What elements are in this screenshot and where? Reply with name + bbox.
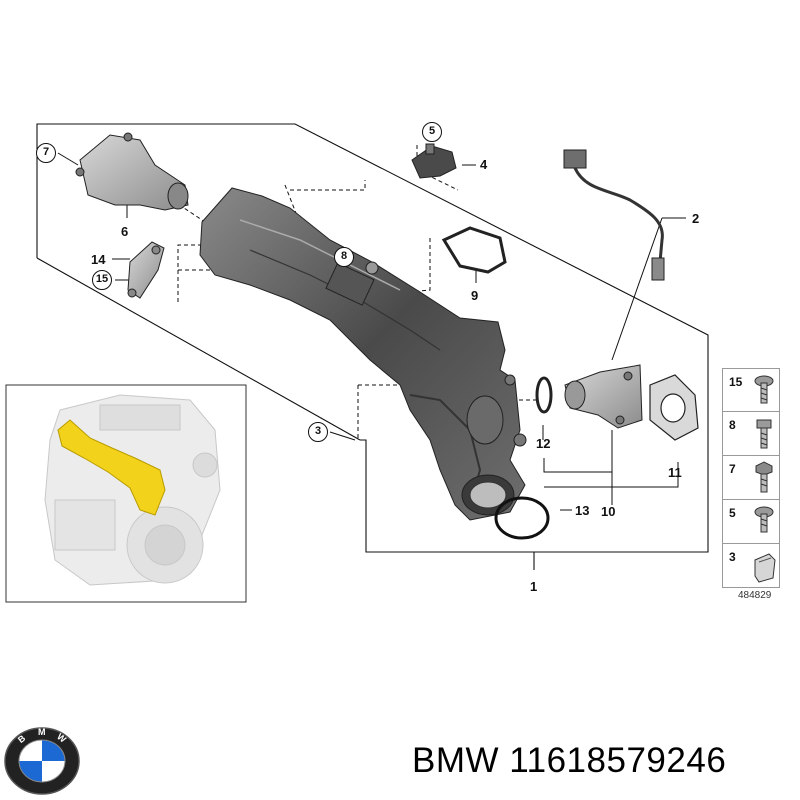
callout-3: 3 (308, 422, 328, 442)
callout-4: 4 (480, 157, 488, 172)
diagram-number: 484829 (738, 590, 772, 601)
part-number-caption: BMW 11618579246 (412, 741, 727, 780)
callout-9: 9 (471, 288, 479, 303)
legend-number: 8 (729, 418, 736, 432)
legend-cell: 15 (722, 368, 780, 412)
gasket-part-11 (649, 374, 699, 441)
legend-number: 15 (729, 375, 743, 389)
screw-icon (754, 375, 774, 404)
callout-10: 10 (601, 504, 616, 519)
sensor-part-4 (411, 143, 457, 179)
legend-number: 7 (729, 462, 736, 476)
callout-14: 14 (91, 252, 106, 267)
screw-icon (754, 506, 774, 533)
flange-part-10 (564, 364, 643, 429)
legend-number: 5 (729, 506, 736, 520)
seal-ring-part-13 (494, 496, 550, 540)
actuator-part-6 (75, 132, 189, 211)
callout-15: 15 (92, 270, 112, 290)
gasket-part-9 (441, 226, 507, 274)
callout-7: 7 (36, 143, 56, 163)
sensor-part-2 (563, 149, 665, 281)
callout-5: 5 (422, 122, 442, 142)
bolt-icon (756, 419, 772, 449)
fastener-legend: 15 8 7 5 (722, 368, 780, 588)
intake-manifold (199, 187, 527, 521)
callout-1: 1 (530, 579, 538, 594)
svg-text:M: M (38, 727, 46, 737)
callout-2: 2 (692, 211, 700, 226)
bmw-logo-icon: B M W (4, 727, 80, 795)
o-ring-part-12 (535, 376, 553, 414)
highlighted-manifold (57, 419, 166, 516)
callout-6: 6 (121, 224, 129, 239)
legend-cell: 7 (722, 456, 780, 500)
engine-locator-inset (5, 384, 247, 603)
legend-cell: 3 (722, 544, 780, 588)
legend-cell: 5 (722, 500, 780, 544)
callout-13: 13 (575, 503, 590, 518)
clip-icon (754, 553, 776, 583)
callout-8: 8 (334, 247, 354, 267)
callout-11: 11 (668, 465, 682, 480)
svg-text:B: B (16, 733, 28, 745)
callout-12: 12 (536, 436, 551, 451)
legend-number: 3 (729, 550, 736, 564)
legend-cell: 8 (722, 412, 780, 456)
hex-bolt-icon (755, 461, 773, 493)
assembly-outline (36, 123, 709, 570)
clamp-part-14 (127, 241, 165, 299)
